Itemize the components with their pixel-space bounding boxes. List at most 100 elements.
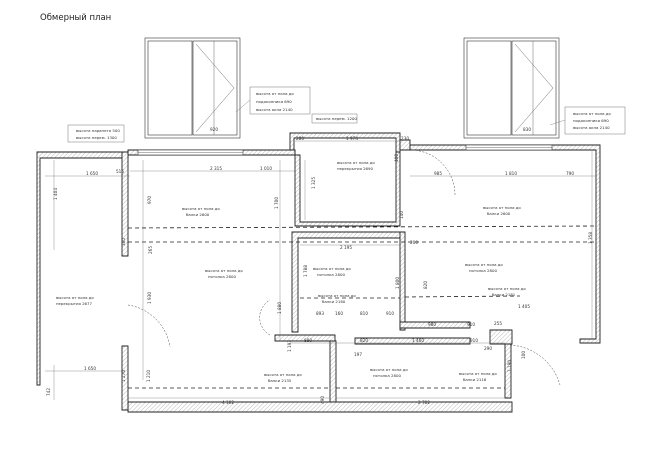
svg-text:1 358: 1 358: [588, 232, 593, 244]
window-width-label: 920: [210, 127, 218, 132]
svg-text:1 974: 1 974: [346, 136, 358, 141]
plan-title: Обмерный план: [40, 13, 111, 23]
svg-text:1 325: 1 325: [311, 177, 316, 189]
svg-text:высота от пола до: высота от пола до: [264, 372, 302, 377]
svg-text:высота от пола до: высота от пола до: [337, 160, 375, 165]
svg-text:1 405: 1 405: [518, 304, 530, 309]
svg-text:1 193: 1 193: [287, 340, 292, 352]
note-sill-right: высота от пола до подоконника 690 высота…: [549, 106, 626, 135]
svg-text:380: 380: [121, 238, 126, 246]
svg-text:810: 810: [360, 311, 368, 316]
svg-text:910: 910: [470, 338, 478, 343]
svg-text:высота от пола до: высота от пола до: [465, 262, 503, 267]
svg-text:высота перем. 1200: высота перем. 1200: [316, 116, 357, 121]
window-elevation-right: 830: [463, 37, 560, 139]
svg-text:высота окна 2140: высота окна 2140: [573, 125, 610, 130]
svg-text:880: 880: [304, 338, 312, 343]
svg-text:290: 290: [484, 346, 492, 351]
svg-text:1 270: 1 270: [121, 370, 126, 382]
svg-text:910: 910: [386, 311, 394, 316]
svg-text:197: 197: [354, 352, 362, 357]
svg-text:высота от пола до: высота от пола до: [313, 266, 351, 271]
svg-text:255: 255: [494, 321, 502, 326]
svg-text:820: 820: [423, 281, 428, 289]
note-sill-left: высота от пола до подоконника 690 высота…: [235, 86, 311, 115]
svg-text:высота от пола до: высота от пола до: [370, 367, 408, 372]
window-openings: [137, 144, 553, 156]
svg-text:потолка 2800: потолка 2800: [317, 272, 345, 277]
svg-text:1 788: 1 788: [303, 265, 308, 277]
svg-text:1 210: 1 210: [146, 370, 151, 382]
svg-text:перекрытия 2677: перекрытия 2677: [56, 301, 92, 306]
walls: [36, 132, 601, 413]
svg-text:100: 100: [521, 351, 526, 359]
svg-text:1 010: 1 010: [260, 166, 272, 171]
svg-text:балки 2181: балки 2181: [492, 292, 516, 297]
svg-text:230: 230: [401, 136, 409, 141]
svg-text:1 650: 1 650: [86, 171, 98, 176]
svg-text:высота от пола до: высота от пола до: [56, 295, 94, 300]
svg-text:1 404: 1 404: [53, 188, 58, 200]
svg-text:высота от пола до: высота от пола до: [205, 268, 243, 273]
svg-text:высота от пола до: высота от пола до: [483, 205, 521, 210]
svg-text:потолка 2800: потолка 2800: [373, 373, 401, 378]
svg-text:2 195: 2 195: [340, 245, 352, 250]
svg-text:высота окна 2140: высота окна 2140: [256, 107, 293, 112]
svg-text:985: 985: [434, 171, 442, 176]
dimension-lines: [45, 140, 596, 400]
svg-text:200: 200: [410, 240, 418, 245]
svg-text:1 460: 1 460: [412, 338, 424, 343]
svg-text:балки 2116: балки 2116: [463, 377, 487, 382]
svg-text:1 810: 1 810: [505, 171, 517, 176]
svg-text:265: 265: [148, 246, 153, 254]
svg-text:балки 2135: балки 2135: [268, 378, 292, 383]
svg-text:1 700: 1 700: [274, 197, 279, 209]
svg-text:потолка 2800: потолка 2800: [469, 268, 497, 273]
svg-text:1 650: 1 650: [84, 366, 96, 371]
svg-text:400: 400: [394, 154, 399, 162]
svg-text:балки 2600: балки 2600: [186, 212, 210, 217]
svg-text:4 102: 4 102: [222, 400, 234, 405]
svg-text:высота от пола до: высота от пола до: [256, 91, 294, 96]
svg-text:высота от пола до: высота от пола до: [318, 293, 356, 298]
svg-text:высота от пола до: высота от пола до: [182, 206, 220, 211]
svg-text:балки 2180: балки 2180: [322, 299, 346, 304]
svg-text:2 315: 2 315: [210, 166, 222, 171]
svg-text:910: 910: [467, 322, 475, 327]
window-elevation-left: 920: [144, 37, 241, 139]
svg-text:1 190: 1 190: [507, 360, 512, 372]
svg-text:балки 2600: балки 2600: [487, 211, 511, 216]
svg-text:820: 820: [360, 338, 368, 343]
svg-text:515: 515: [116, 169, 124, 174]
svg-text:980: 980: [428, 322, 436, 327]
window-width-label: 830: [523, 127, 531, 132]
svg-text:высота от пола до: высота от пола до: [488, 286, 526, 291]
svg-text:высота перем. 1300: высота перем. 1300: [76, 135, 117, 140]
svg-text:160: 160: [335, 311, 343, 316]
svg-text:высота парапета 500: высота парапета 500: [76, 128, 120, 133]
svg-text:высота от пола до: высота от пола до: [459, 371, 497, 376]
svg-text:2 702: 2 702: [418, 400, 430, 405]
svg-text:790: 790: [566, 171, 574, 176]
door-swings: [127, 149, 561, 386]
dimension-labels: 280 1 974 230 400 1 650 515 2 315 1 010 …: [46, 136, 593, 405]
svg-text:490: 490: [320, 396, 325, 404]
svg-text:подоконника 690: подоконника 690: [573, 118, 609, 123]
svg-text:1 800: 1 800: [395, 277, 400, 289]
beams: [127, 225, 597, 389]
svg-text:893: 893: [316, 311, 324, 316]
svg-text:140: 140: [399, 211, 404, 219]
height-notes: высота от пола до перекрытия 2690 высота…: [56, 160, 526, 383]
svg-text:подоконника 690: подоконника 690: [256, 99, 292, 104]
svg-text:высота от пола до: высота от пола до: [573, 111, 611, 116]
svg-text:280: 280: [296, 136, 304, 141]
svg-text:1 880: 1 880: [277, 302, 282, 314]
svg-text:перекрытия 2690: перекрытия 2690: [337, 166, 373, 171]
svg-text:742: 742: [46, 388, 51, 396]
note-lintel-top: высота перем. 1200: [311, 113, 357, 124]
note-partition: высота парапета 500 высота перем. 1300: [67, 124, 125, 143]
svg-text:1 930: 1 930: [147, 292, 152, 304]
svg-text:970: 970: [147, 196, 152, 204]
svg-text:потолка 2800: потолка 2800: [208, 274, 236, 279]
